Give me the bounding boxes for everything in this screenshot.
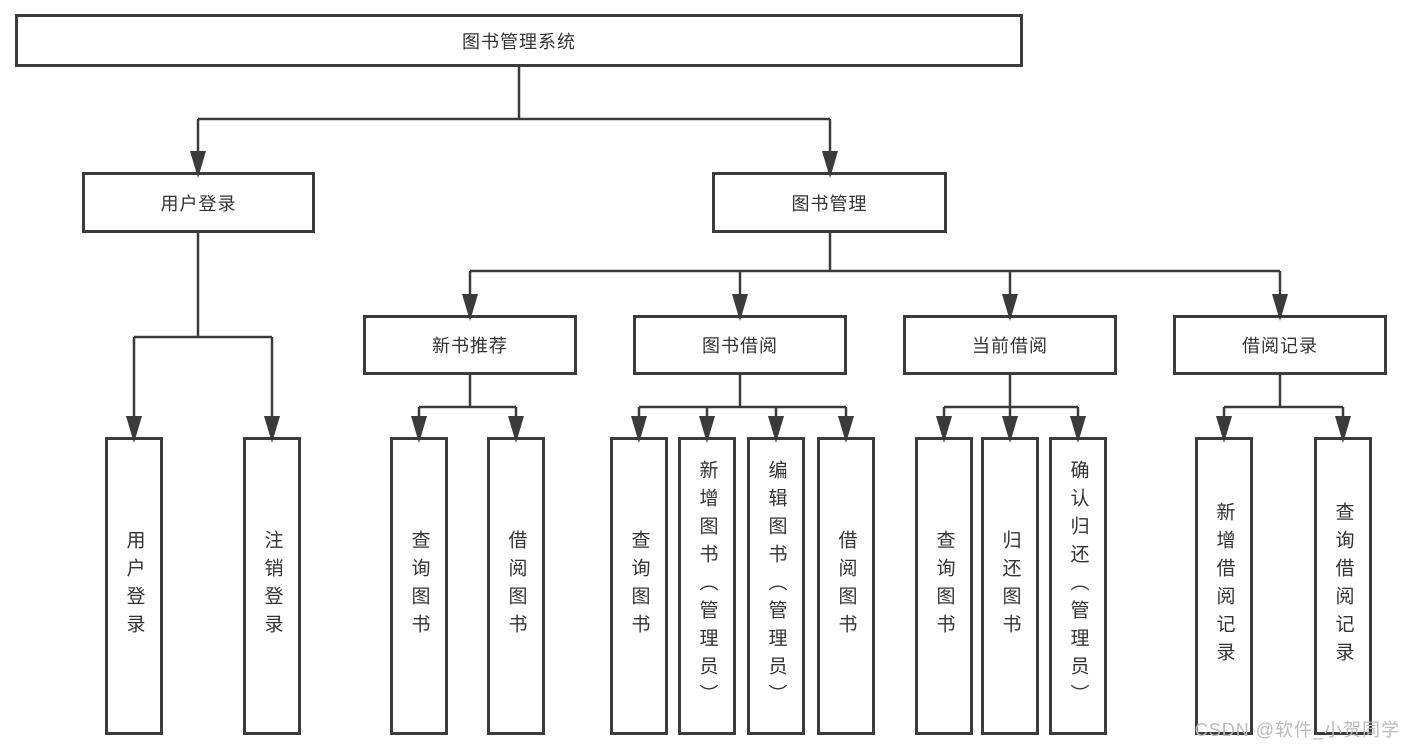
leaf-query-books-recommend: 查询图书 <box>390 437 448 735</box>
leaf-query-books-current: 查询图书 <box>915 437 973 735</box>
node-user-login: 用户登录 <box>82 172 315 233</box>
leaf-add-books-admin: 新增图书（管理员） <box>678 437 736 735</box>
node-label: 当前借阅 <box>972 336 1048 356</box>
connector-new-book-rec-to-leaves <box>417 375 518 439</box>
watermark: CSDN @软件_小贺同学 <box>1194 720 1400 740</box>
node-label: 查询图书 <box>408 530 430 642</box>
node-new-book-recommend: 新书推荐 <box>363 315 577 375</box>
node-label: 借阅图书 <box>505 530 527 642</box>
node-label: 图书管理 <box>791 193 868 214</box>
node-label: 新书推荐 <box>432 336 508 356</box>
node-label: 归还图书 <box>999 530 1021 642</box>
leaf-borrow-books: 借阅图书 <box>817 437 875 735</box>
node-label: 用户登录 <box>123 530 145 642</box>
node-current-borrow: 当前借阅 <box>903 315 1117 375</box>
leaf-logout: 注销登录 <box>243 437 301 735</box>
connector-user-login-to-leaves <box>132 233 274 439</box>
connector-book-mgmt-to-level3 <box>468 233 1282 317</box>
node-label: 借阅图书 <box>835 530 857 642</box>
connector-borrow-records-to-leaves <box>1222 375 1345 439</box>
node-label: 注销登录 <box>261 530 283 642</box>
node-label: 查询图书 <box>933 530 955 642</box>
node-label: 编辑图书（管理员） <box>765 460 787 712</box>
node-book-borrow: 图书借阅 <box>633 315 847 375</box>
node-label: 新增图书（管理员） <box>696 460 718 712</box>
node-label: 用户登录 <box>160 193 237 214</box>
node-label: 图书管理系统 <box>462 31 576 52</box>
leaf-confirm-return-admin: 确认归还（管理员） <box>1049 437 1107 735</box>
leaf-query-borrow-record: 查询借阅记录 <box>1314 437 1372 735</box>
node-label: 新增借阅记录 <box>1213 502 1235 670</box>
leaf-add-borrow-record: 新增借阅记录 <box>1195 437 1253 735</box>
node-borrow-records: 借阅记录 <box>1173 315 1387 375</box>
leaf-user-login: 用户登录 <box>105 437 163 735</box>
node-label: 确认归还（管理员） <box>1067 460 1089 712</box>
node-root: 图书管理系统 <box>15 14 1023 67</box>
leaf-return-books: 归还图书 <box>981 437 1039 735</box>
node-label: 查询图书 <box>628 530 650 642</box>
connector-root-to-level2 <box>196 67 832 174</box>
leaf-borrow-books-recommend: 借阅图书 <box>487 437 545 735</box>
node-label: 借阅记录 <box>1242 336 1318 356</box>
node-label: 查询借阅记录 <box>1332 502 1354 670</box>
node-label: 图书借阅 <box>702 336 778 356</box>
connector-book-borrow-to-leaves <box>637 375 848 439</box>
leaf-query-books-borrow: 查询图书 <box>610 437 668 735</box>
connector-current-borrow-to-leaves <box>942 375 1080 439</box>
node-book-mgmt: 图书管理 <box>712 172 947 233</box>
leaf-edit-books-admin: 编辑图书（管理员） <box>747 437 805 735</box>
